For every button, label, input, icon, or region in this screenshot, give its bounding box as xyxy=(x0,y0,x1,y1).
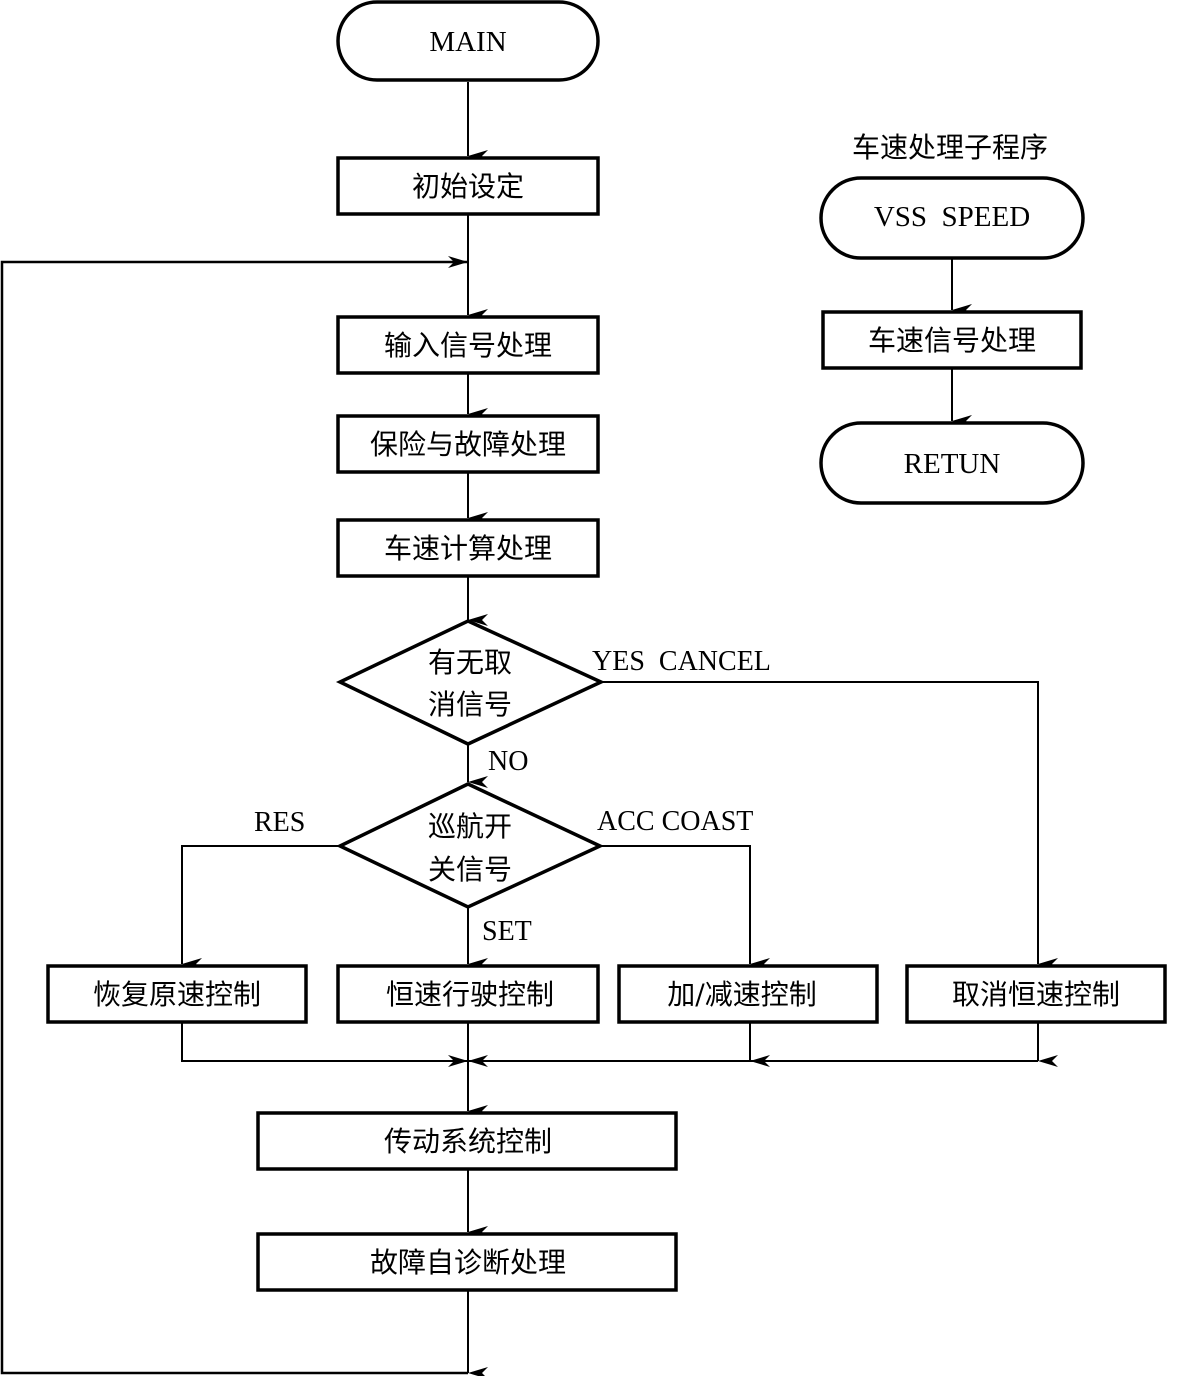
arrow-merge-from-right xyxy=(468,1055,488,1067)
edge-label-set: SET xyxy=(482,916,532,947)
node-decision-switch: 巡航开 关信号 xyxy=(335,782,605,909)
node-return: RETUN xyxy=(819,421,1085,505)
node-cruise: 恒速行驶控制 xyxy=(336,964,600,1024)
edge-yes-cancel xyxy=(601,681,1058,970)
decision-cancel-line1: 有无取 xyxy=(428,646,512,679)
node-transmission-label: 传动系统控制 xyxy=(384,1125,552,1158)
node-cancel-ctrl-label: 取消恒速控制 xyxy=(952,978,1120,1011)
node-resume: 恢复原速控制 xyxy=(46,964,308,1024)
node-diagnosis-label: 故障自诊断处理 xyxy=(370,1246,566,1279)
edge-res xyxy=(181,845,340,970)
node-speed-signal: 车速信号处理 xyxy=(821,310,1083,370)
edge-label-acc-coast: ACC COAST xyxy=(597,806,753,837)
edge-resume-merge xyxy=(181,1022,468,1067)
node-input: 输入信号处理 xyxy=(336,315,600,375)
node-cancel-ctrl: 取消恒速控制 xyxy=(905,964,1167,1024)
subroutine-title: 车速处理子程序 xyxy=(852,131,1048,164)
node-safety-label: 保险与故障处理 xyxy=(370,428,566,461)
decision-switch-line1: 巡航开 xyxy=(428,810,512,843)
node-vss-speed: VSS SPEED xyxy=(819,176,1085,260)
edge-loop-back xyxy=(0,256,468,1375)
node-diagnosis: 故障自诊断处理 xyxy=(256,1232,678,1292)
node-init: 初始设定 xyxy=(336,156,600,216)
node-cruise-label: 恒速行驶控制 xyxy=(386,978,554,1011)
node-accel: 加/减速控制 xyxy=(617,964,879,1024)
node-main-label: MAIN xyxy=(429,26,506,58)
decision-cancel-line2: 消信号 xyxy=(428,688,512,721)
node-speed-signal-label: 车速信号处理 xyxy=(868,324,1036,357)
node-main: MAIN xyxy=(336,0,600,82)
node-input-label: 输入信号处理 xyxy=(384,329,552,362)
node-return-label: RETUN xyxy=(904,448,1001,480)
node-decision-cancel: 有无取 消信号 xyxy=(335,619,606,746)
node-resume-label: 恢复原速控制 xyxy=(93,978,261,1011)
node-speed-calc-label: 车速计算处理 xyxy=(384,532,552,565)
node-speed-calc: 车速计算处理 xyxy=(336,518,600,578)
node-safety: 保险与故障处理 xyxy=(336,414,600,474)
node-accel-label: 加/减速控制 xyxy=(667,978,816,1011)
node-init-label: 初始设定 xyxy=(412,170,524,203)
edge-label-res: RES xyxy=(254,807,305,838)
edge-acc-coast xyxy=(600,845,770,970)
edges xyxy=(0,82,1058,1376)
edge-label-yes-cancel: YES CANCEL xyxy=(592,646,771,677)
node-vss-speed-label: VSS SPEED xyxy=(874,201,1030,233)
edge-label-no: NO xyxy=(488,746,528,777)
node-transmission: 传动系统控制 xyxy=(256,1111,678,1171)
decision-switch-line2: 关信号 xyxy=(428,853,512,886)
